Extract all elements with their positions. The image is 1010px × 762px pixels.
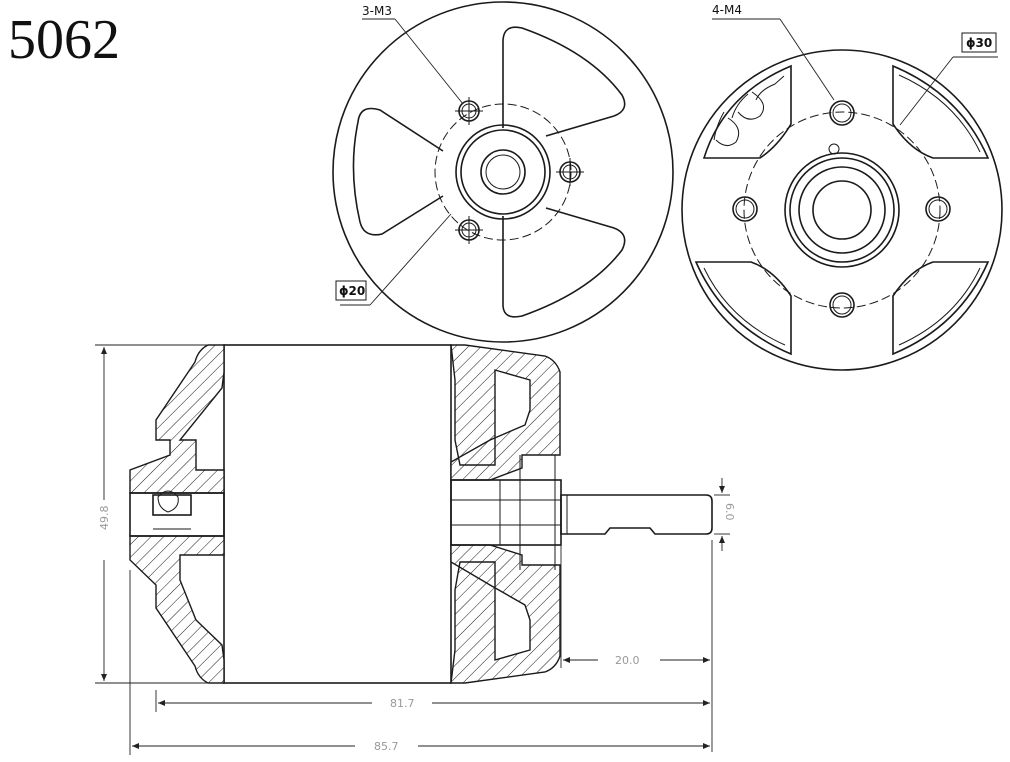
rear-m4-hole-bottom — [829, 292, 855, 318]
front-m3-hole-right — [556, 158, 584, 186]
front-pcd-box — [335, 280, 367, 301]
rear-bell-lower — [450, 544, 561, 684]
rear-cutout-tr — [892, 64, 990, 159]
rear-outer-rim — [681, 49, 1003, 371]
rear-small-hole — [828, 143, 840, 155]
output-shaft — [560, 494, 713, 535]
dim-shaft-dia-label: 6.0 — [723, 503, 736, 521]
front-view: 3-M3 ϕ20 — [332, 1, 674, 343]
front-m3-hole-bottom — [455, 216, 483, 244]
rear-cutout-bl — [694, 261, 792, 356]
front-lobe-top — [502, 26, 626, 137]
front-slot — [152, 494, 192, 516]
dim-body-length-label: 81.7 — [390, 697, 415, 710]
dim-total-length-label: 85.7 — [374, 740, 399, 753]
rear-cutout-br — [892, 261, 990, 356]
rear-hub — [450, 479, 562, 546]
rear-pcd-circle — [743, 111, 941, 309]
rear-bell-upper — [450, 344, 561, 481]
rear-pcd-label: ϕ30 — [966, 36, 992, 50]
rear-view: 4-M4 ϕ30 — [681, 3, 1003, 371]
front-lobe-left — [352, 107, 444, 236]
rear-m4-hole-right — [925, 196, 951, 222]
dim-height-label: 49.8 — [98, 506, 111, 531]
front-bell-upper — [129, 344, 225, 494]
front-m3-hole-top — [455, 97, 483, 125]
side-view — [129, 344, 713, 684]
rear-hub-ring — [789, 157, 895, 263]
front-shaft-stub — [129, 492, 225, 537]
front-bore-outer — [480, 149, 526, 195]
rear-m4-hole-left — [732, 196, 758, 222]
rear-m4-hole-top — [829, 100, 855, 126]
rear-hub-outer — [784, 152, 900, 268]
dimensions: 49.8 6.0 20.0 81.7 85.7 — [95, 344, 736, 755]
model-title: 5062 — [8, 9, 120, 71]
rear-cutout-tl — [702, 64, 792, 159]
front-bore-inner — [485, 154, 521, 190]
dim-shaft-length-label: 20.0 — [615, 654, 640, 667]
front-lobe-bottom — [502, 207, 626, 318]
front-pcd-label: ϕ20 — [339, 284, 365, 298]
rear-pcd-box — [961, 32, 997, 53]
rear-hub-inner — [798, 166, 886, 254]
motor-can — [223, 344, 452, 684]
rear-bore — [812, 180, 872, 240]
front-hole-label: 3-M3 — [362, 4, 392, 18]
front-outer-rim — [332, 1, 674, 343]
rear-hole-label: 4-M4 — [712, 3, 742, 17]
front-hub-outer — [455, 124, 551, 220]
front-bell-lower — [129, 535, 225, 684]
front-hub-ring — [460, 129, 546, 215]
